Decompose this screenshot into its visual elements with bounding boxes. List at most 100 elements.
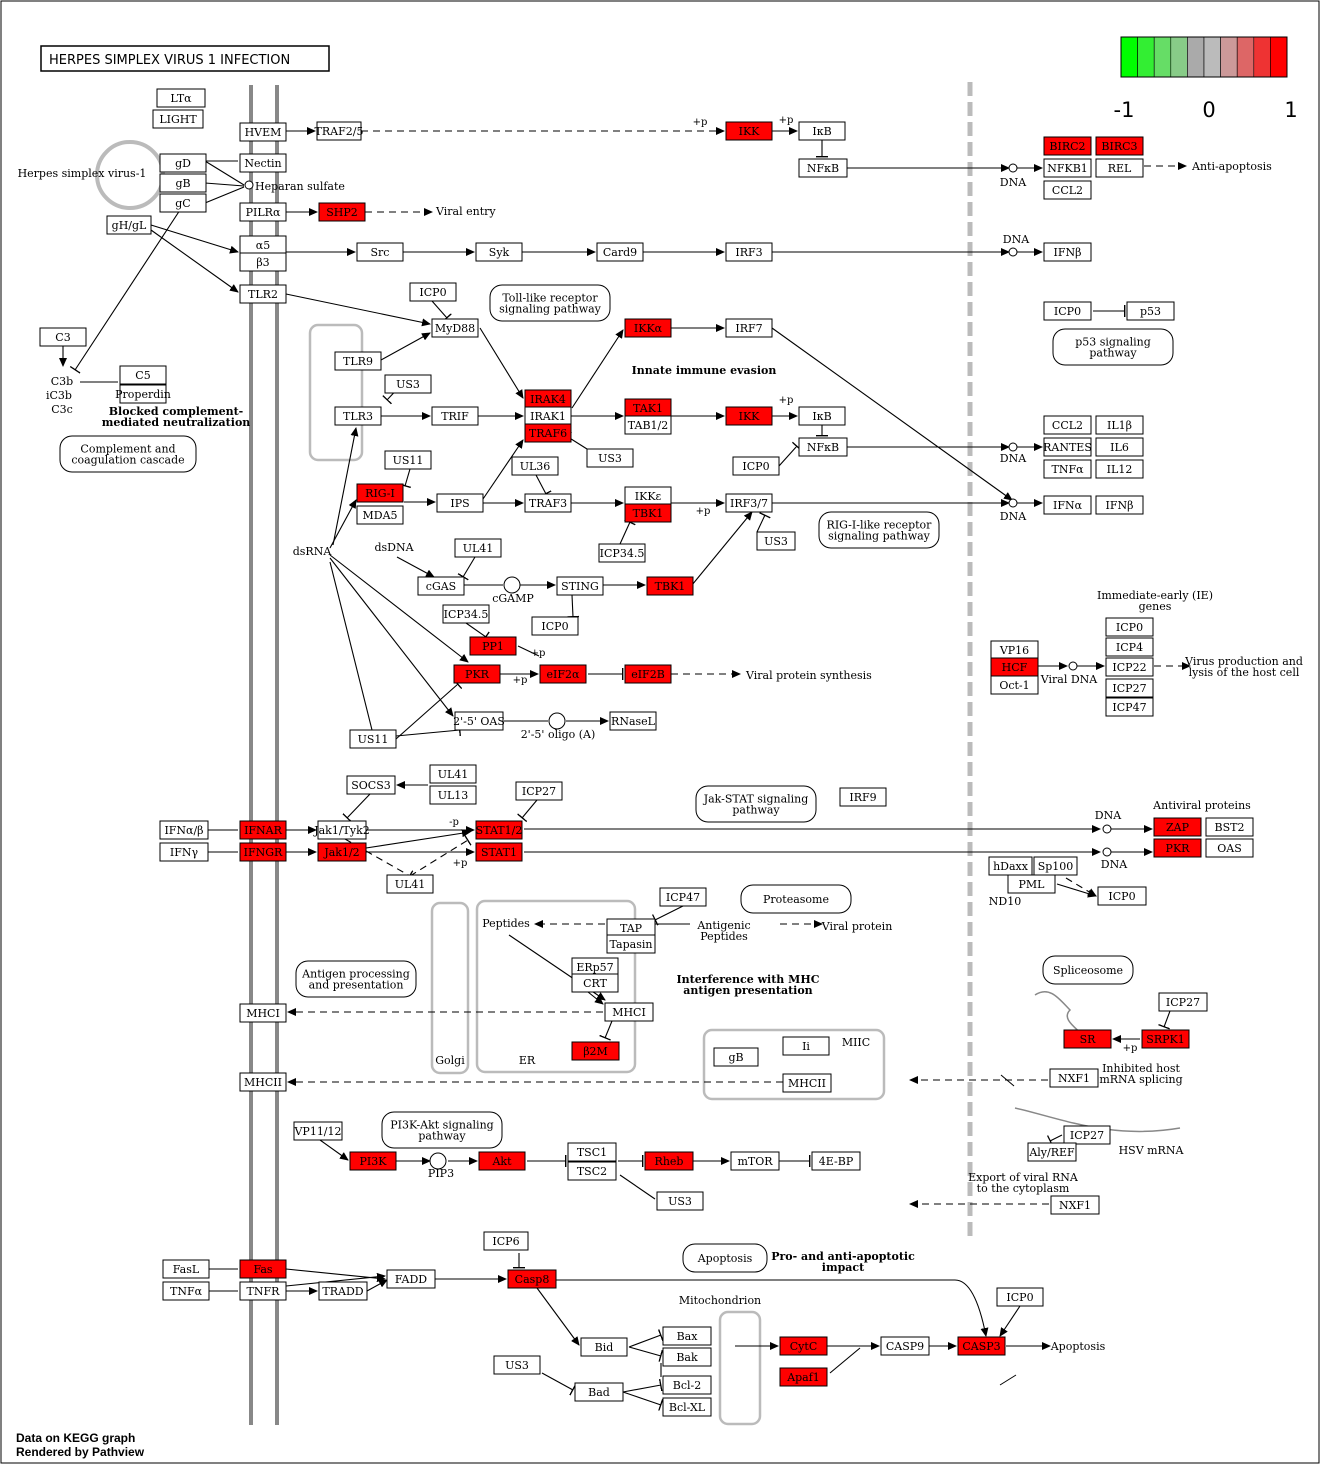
gene-node-us3[interactable]: US3 [586,448,634,468]
gene-node-rig-i[interactable]: RIG-I [356,483,404,503]
gene-node-tap[interactable]: TAP [606,918,656,938]
gene-node-nf-b[interactable]: NFκB [798,158,848,178]
gene-node-crt[interactable]: CRT [571,973,619,993]
gene-node-il6[interactable]: IL6 [1095,437,1144,457]
pathway-link-apoptosis[interactable]: Apoptosis [682,1243,768,1273]
gene-node-lt[interactable]: LTα [156,88,206,108]
gene-node-pi3k[interactable]: PI3K [349,1151,397,1171]
gene-node-tab1-2[interactable]: TAB1/2 [624,415,672,435]
gene-node-mhci[interactable]: MHCI [239,1003,287,1023]
gene-node-ikk[interactable]: IKKε [624,486,672,506]
gene-node-icp0[interactable]: ICP0 [996,1287,1044,1307]
gene-node-tak1[interactable]: TAK1 [624,398,672,418]
gene-node-gc[interactable]: gC [159,193,207,213]
gene-node-mhcii[interactable]: MHCII [239,1072,287,1092]
gene-node-fasl[interactable]: FasL [162,1259,210,1279]
gene-node-tradd[interactable]: TRADD [318,1281,368,1301]
gene-node-pml[interactable]: PML [1007,874,1056,894]
gene-node-light[interactable]: LIGHT [152,109,204,129]
gene-node-ul13[interactable]: UL13 [429,785,477,805]
gene-node-fadd[interactable]: FADD [386,1269,436,1289]
gene-node-tnf[interactable]: TNFα [162,1281,210,1301]
gene-node-us11[interactable]: US11 [384,450,432,470]
gene-node-ikk[interactable]: IKK [725,121,773,141]
gene-node-irf9[interactable]: IRF9 [839,787,887,807]
gene-node-shp2[interactable]: SHP2 [318,202,366,222]
pathway-link-spliceosome[interactable]: Spliceosome [1042,955,1134,985]
gene-node-hdaxx[interactable]: hDaxx [988,856,1033,876]
gene-node-rantes[interactable]: RANTES [1043,437,1092,457]
gene-node-oct-1[interactable]: Oct-1 [990,675,1039,695]
gene-node-fas[interactable]: Fas [239,1259,287,1279]
gene-node-ul41[interactable]: UL41 [386,874,434,894]
gene-node-bid[interactable]: Bid [580,1337,628,1357]
gene-node-icp27[interactable]: ICP27 [1063,1125,1111,1145]
gene-node-sting[interactable]: STING [556,576,604,596]
gene-node-icp47[interactable]: ICP47 [659,887,707,907]
gene-node-tlr9[interactable]: TLR9 [334,351,382,371]
gene-node-casp8[interactable]: Casp8 [507,1269,557,1289]
gene-node-rnasel[interactable]: RNaseL [609,711,657,731]
gene-node-tnfr[interactable]: TNFR [239,1281,287,1301]
gene-node-il1[interactable]: IL1β [1095,415,1144,435]
gene-node-icp34-5[interactable]: ICP34.5 [442,604,490,624]
gene-node-traf2-5[interactable]: TRAF2/5 [315,121,364,141]
gene-node-vp16[interactable]: VP16 [990,640,1039,660]
gene-node-src[interactable]: Src [356,242,404,262]
gene-node-pkr[interactable]: PKR [453,664,501,684]
gene-node-icp27[interactable]: ICP27 [1105,678,1154,698]
gene-node-icp0[interactable]: ICP0 [409,282,457,302]
gene-node-aly-ref[interactable]: Aly/REF [1027,1142,1077,1162]
gene-node-icp27[interactable]: ICP27 [515,781,563,801]
gene-node-tlr2[interactable]: TLR2 [239,284,287,304]
gene-node-us11[interactable]: US11 [349,729,397,749]
gene-node-hcf[interactable]: HCF [990,657,1039,677]
gene-node-ifnar[interactable]: IFNAR [239,820,287,840]
gene-node-icp6[interactable]: ICP6 [483,1231,529,1251]
gene-node-jak1-2[interactable]: Jak1/2 [317,842,367,862]
gene-node-bst2[interactable]: BST2 [1205,817,1254,837]
gene-node-vp11-12[interactable]: VP11/12 [293,1121,343,1141]
gene-node-jak1-tyk2[interactable]: Jak1/Tyk2 [313,820,370,840]
gene-node-icp22[interactable]: ICP22 [1105,657,1154,677]
gene-node-ii[interactable]: Ii [782,1036,830,1056]
gene-node-myd88[interactable]: MyD88 [431,318,479,338]
gene-node-mhci[interactable]: MHCI [604,1002,654,1022]
gene-node-sr[interactable]: SR [1063,1029,1112,1049]
gene-node-zap[interactable]: ZAP [1153,817,1202,837]
gene-node-gh-gl[interactable]: gH/gL [106,215,152,235]
gene-node-apaf1[interactable]: Apaf1 [779,1367,828,1387]
gene-node-erp57[interactable]: ERp57 [571,957,619,977]
gene-node-nectin[interactable]: Nectin [239,153,287,173]
gene-node-srpk1[interactable]: SRPK1 [1141,1029,1190,1049]
pathway-link-proteasome[interactable]: Proteasome [740,884,852,914]
gene-node-3[interactable]: β3 [239,252,287,272]
gene-node-ul41[interactable]: UL41 [454,538,502,558]
gene-node-icp0[interactable]: ICP0 [1105,617,1154,637]
gene-node-traf3[interactable]: TRAF3 [524,493,572,513]
gene-node-nfkb1[interactable]: NFKB1 [1043,158,1092,178]
gene-node-bcl-xl[interactable]: Bcl-XL [662,1397,712,1417]
gene-node-ifn[interactable]: IFNα/β [159,820,209,840]
gene-node-sp100[interactable]: Sp100 [1033,856,1078,876]
gene-node-irf3[interactable]: IRF3 [725,242,773,262]
gene-node-birc3[interactable]: BIRC3 [1095,136,1144,156]
gene-node-icp27[interactable]: ICP27 [1158,992,1208,1012]
gene-node-gb[interactable]: gB [713,1047,759,1067]
gene-node-irak4[interactable]: IRAK4 [524,389,572,409]
gene-node-stat1-2[interactable]: STAT1/2 [475,820,523,840]
gene-node-ccl2[interactable]: CCL2 [1043,415,1092,435]
gene-node-stat1[interactable]: STAT1 [475,842,523,862]
gene-node-us3[interactable]: US3 [656,1191,704,1211]
gene-node-us3[interactable]: US3 [493,1355,541,1375]
gene-node-nxf1[interactable]: NXF1 [1049,1068,1099,1088]
gene-node-gd[interactable]: gD [159,153,207,173]
gene-node-tsc2[interactable]: TSC2 [567,1161,617,1181]
gene-node-bak[interactable]: Bak [662,1347,712,1367]
gene-node-ul41[interactable]: UL41 [429,764,477,784]
gene-node-casp3[interactable]: CASP3 [957,1336,1006,1356]
